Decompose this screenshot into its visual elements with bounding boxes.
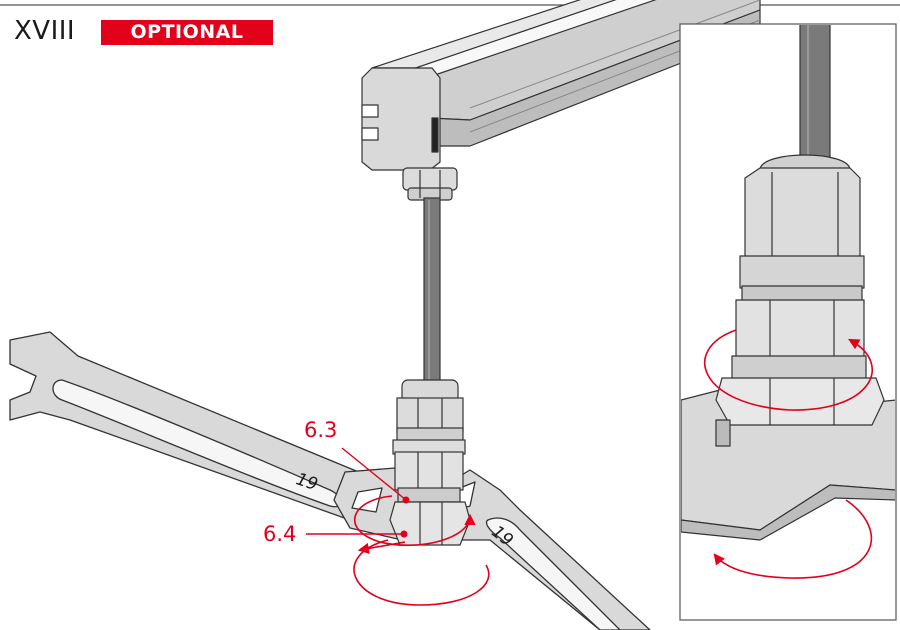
callout-6-3: 6.3 xyxy=(304,418,337,442)
callout-leaders xyxy=(306,447,410,538)
cable xyxy=(423,197,441,389)
wrench-left xyxy=(9,331,431,541)
upper-cable-gland xyxy=(402,167,458,201)
inset-rotation-arrow-lower xyxy=(713,499,873,579)
optional-badge: OPTIONAL xyxy=(101,20,273,45)
rotation-arrow-lower-head xyxy=(357,541,406,554)
inset-rotation-arrow-upper xyxy=(704,329,873,411)
detail-inset xyxy=(679,23,897,621)
wrench-right xyxy=(429,469,651,630)
step-number: XVIII xyxy=(14,16,76,46)
lower-connector xyxy=(389,379,471,546)
rotation-arrow-lower xyxy=(353,539,490,606)
led-profile xyxy=(361,0,761,171)
callout-6-4: 6.4 xyxy=(263,522,296,546)
